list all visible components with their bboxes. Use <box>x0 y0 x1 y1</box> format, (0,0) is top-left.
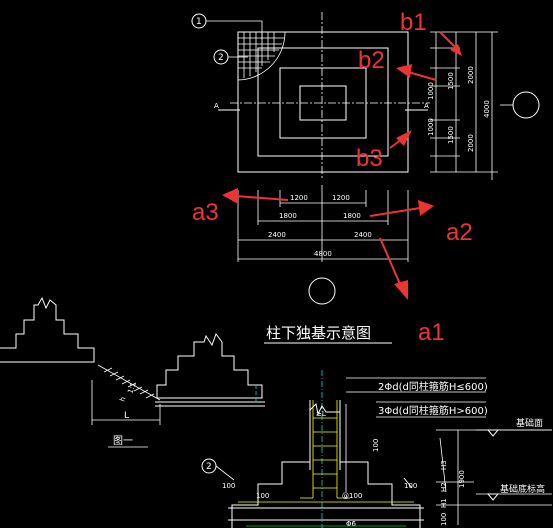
dim-rebar: Φ6 <box>346 520 357 528</box>
vdim-1500-bottom: 1500 <box>447 126 455 144</box>
dim-spacing: @100 <box>342 492 362 500</box>
left-footing-sketch: L h 1:1 图一 <box>0 296 265 448</box>
annotation-b3: b3 <box>356 145 383 172</box>
vdim-1000-top: 1000 <box>427 82 435 100</box>
arrow-b2 <box>396 64 412 78</box>
dim-100-right: 100 <box>404 482 417 490</box>
plan-outer-step <box>237 31 409 173</box>
left-dim-h: h <box>118 396 127 403</box>
arrow-b3 <box>396 130 412 146</box>
dim-100-side: 100 <box>440 513 448 526</box>
note-line-1: 2Φd(d同柱箍筋H≤600) <box>378 380 488 393</box>
foundation-plan: A A 1 2 <box>191 12 540 305</box>
left-dim-l: L <box>124 411 129 421</box>
callout-label-1: 1 <box>196 17 202 27</box>
arrow-a2 <box>418 200 434 216</box>
vdim-4000: 4000 <box>483 100 491 118</box>
callout-label-section: 2 <box>206 462 212 472</box>
left-dim-ratio: 1:1 <box>126 381 137 394</box>
arrow-a3 <box>222 188 238 204</box>
hdim-2400-left: 2400 <box>268 231 286 239</box>
vertical-dimensions: 2000 1500 1000 1000 1500 2000 4000 <box>427 31 498 180</box>
callout-leader-1 <box>206 20 263 40</box>
section-caption: 图一 <box>113 435 133 447</box>
dim-ld: ≥L <box>316 410 326 418</box>
arrow-a1 <box>394 280 408 300</box>
annotation-a2: a2 <box>446 219 473 246</box>
plan-step-2 <box>257 47 389 157</box>
axis-bubble-right <box>512 91 540 119</box>
horizontal-dimensions: 1200 1200 1800 1800 2400 2400 4800 <box>237 185 409 262</box>
section-letter-left: A <box>214 102 219 110</box>
dim-h2: H2 <box>440 482 448 492</box>
vdim-1000-bottom: 1000 <box>427 118 435 136</box>
dim-h1: H1 <box>440 498 448 508</box>
annotation-a3: a3 <box>192 199 219 226</box>
hdim-2400-right: 2400 <box>354 231 372 239</box>
hdim-4800: 4800 <box>314 250 332 258</box>
vdim-2000-bottom: 2000 <box>467 134 475 152</box>
section-letter-right: A <box>424 102 429 110</box>
hdim-1800-left: 1800 <box>279 212 297 220</box>
elevation-bottom-label: 基础底标高 <box>500 483 545 495</box>
vdim-1500-top: 1500 <box>447 72 455 90</box>
callout-leader-section <box>215 465 235 481</box>
section-detail: 2Φd(d同柱箍筋H≤600) 3Φd(d同柱箍筋H>600) 基础面 基础底标… <box>201 370 552 528</box>
elevation-top-label: 基础面 <box>516 417 543 429</box>
dim-100-inner: 100 <box>256 492 269 500</box>
axis-bubble-bottom <box>308 277 336 305</box>
rebar-hatch <box>237 31 286 81</box>
vdim-2000-top: 2000 <box>467 66 475 84</box>
hdim-1200-left: 1200 <box>290 194 308 202</box>
note-line-2: 3Φd(d同柱箍筋H>600) <box>378 404 488 417</box>
dim-100-col: 100 <box>372 439 380 452</box>
annotation-b2: b2 <box>358 47 385 74</box>
drawing-title: 柱下独基示意图 <box>266 324 371 342</box>
annotation-a1: a1 <box>418 319 445 346</box>
dim-100-left: 100 <box>222 482 235 490</box>
annotation-b1: b1 <box>400 9 427 36</box>
hdim-1800-right: 1800 <box>343 212 361 220</box>
arrow-b1 <box>450 44 462 56</box>
hdim-1200-right: 1200 <box>332 194 350 202</box>
red-annotations: b1 b2 b3 a3 a2 a1 <box>192 9 473 346</box>
dim-h3: H3 <box>440 460 448 470</box>
dim-1900: 1900 <box>458 470 466 488</box>
callout-label-2: 2 <box>218 53 224 63</box>
